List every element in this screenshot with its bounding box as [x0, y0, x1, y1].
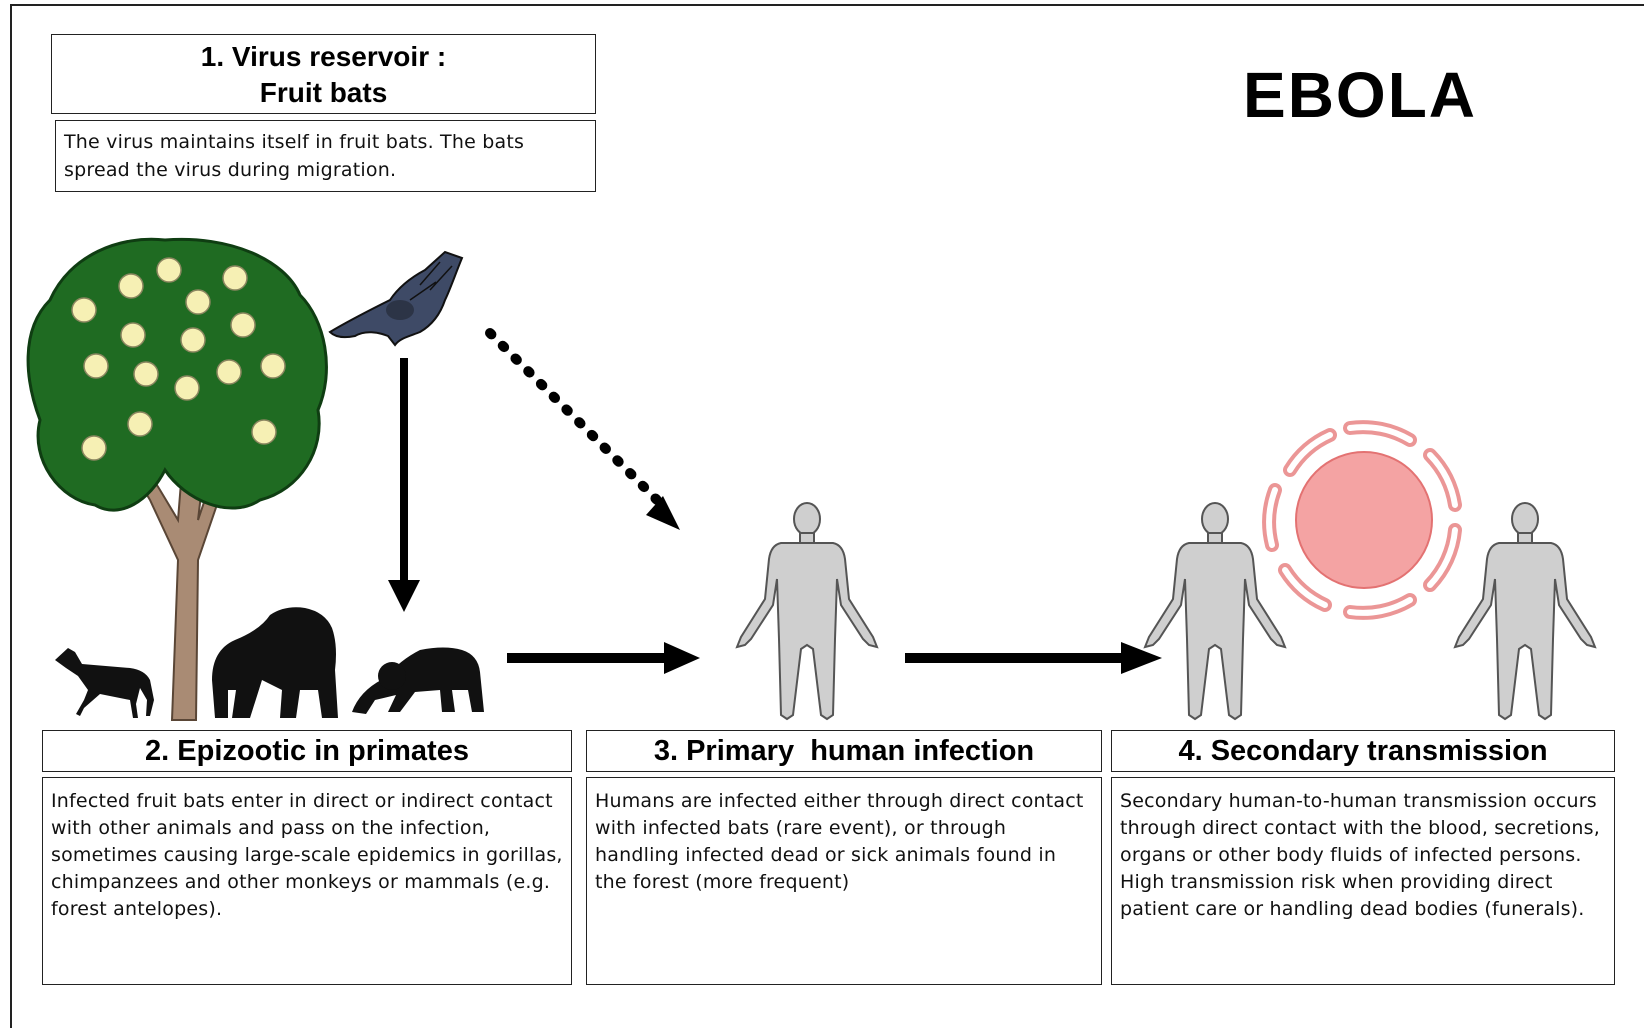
step1-heading-line1: 1. Virus reservoir :	[200, 41, 447, 72]
bat-to-primates-arrow	[388, 358, 420, 612]
step4-description: Secondary human-to-human transmission oc…	[1111, 777, 1615, 985]
step2-heading: 2. Epizootic in primates	[42, 730, 572, 772]
bat-icon	[328, 250, 464, 347]
diagram-frame	[10, 4, 1644, 1028]
step1-description: The virus maintains itself in fruit bats…	[55, 120, 596, 192]
chimpanzee-icon	[352, 647, 484, 714]
step4-heading: 4. Secondary transmission	[1111, 730, 1615, 772]
human-icon	[736, 502, 878, 720]
antelope-icon	[55, 648, 154, 718]
transmission-cycle-icon	[1262, 420, 1462, 620]
human-icon	[1454, 502, 1596, 720]
step1-heading-line2: Fruit bats	[259, 77, 388, 108]
page-title: EBOLA	[1243, 59, 1477, 131]
bat-to-human-dotted-arrow	[485, 328, 680, 530]
fruit-tree-icon	[26, 237, 328, 721]
human-to-human-arrow	[905, 642, 1162, 674]
step1-heading: 1. Virus reservoir : Fruit bats	[51, 34, 596, 114]
gorilla-icon	[212, 607, 338, 718]
step3-heading: 3. Primary human infection	[586, 730, 1102, 772]
step2-description: Infected fruit bats enter in direct or i…	[42, 777, 572, 985]
primates-to-human-arrow	[507, 642, 700, 674]
step3-description: Humans are infected either through direc…	[586, 777, 1102, 985]
